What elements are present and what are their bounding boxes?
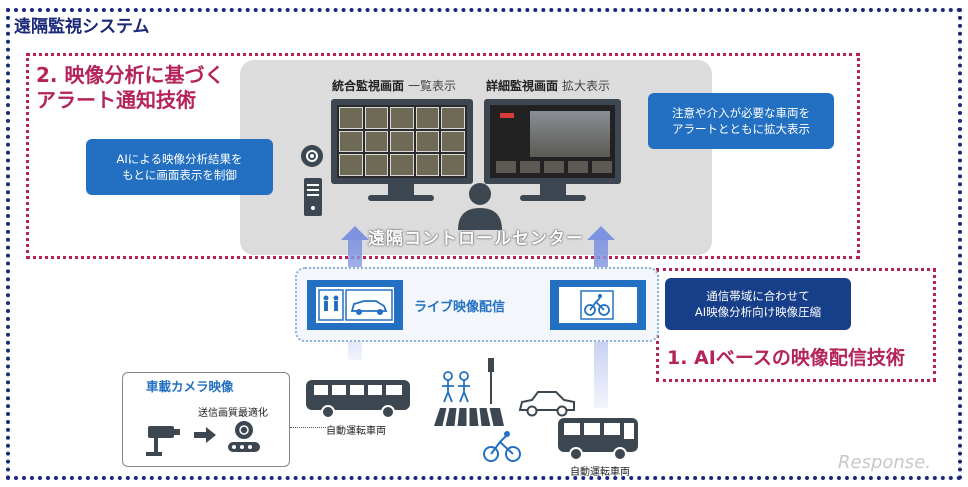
camera-thumbnail [364,107,389,129]
camera-thumbnail [339,130,363,153]
ai-server-icon [301,145,323,216]
enlarged-camera-view [530,111,610,157]
camera-to-ai-icon [146,421,260,456]
minibus-label: 自動運転車両 [570,467,630,478]
operator-icon [458,183,502,230]
integrated-monitor-title: 統合監視画面一覧表示 [332,77,456,94]
onboard-camera-title: 車載カメラ映像 [146,379,234,394]
film-strip-left [307,280,403,330]
alert-callout-line1: 注意や介入が必要な車両を [672,106,810,120]
ai-control-line2: もとに画面表示を制御 [122,168,237,182]
car-icon [518,391,575,417]
detail-monitor-title-main: 詳細監視画面 [486,79,559,93]
cyclist-icon [483,431,521,462]
bandwidth-callout: 通信帯域に合わせて AI映像分析向け映像圧縮 [665,278,851,330]
detail-monitor-stand [540,184,566,196]
response-watermark: Response. [838,452,931,473]
alert-indicator [500,113,514,118]
page-title: 遠隔監視システム [14,17,150,37]
integrated-monitor-title-main: 統合監視画面 [332,79,405,93]
quality-optimize-label: 送信画質最適化 [198,408,268,419]
alert-callout: 注意や介入が必要な車両を アラートとともに拡大表示 [648,93,834,149]
bus-label: 自動運転車両 [326,426,386,437]
detail-thumb-1 [496,161,516,173]
camera-thumbnail [415,154,440,176]
alert-callout-line2: アラートとともに拡大表示 [672,122,810,136]
crosswalk-scene-icon [434,358,504,427]
integrated-monitor-screen [337,105,467,178]
section2-label: 2. 映像分析に基づく アラート通知技術 [36,63,224,113]
integrated-monitor-base [368,195,434,201]
detail-monitor-title-sub: 拡大表示 [562,79,611,93]
integrated-monitor-title-sub: 一覧表示 [408,79,457,93]
section1-label: 1. AIベースの映像配信技術 [667,347,905,369]
detail-monitor [484,99,621,184]
ai-control-callout: AIによる映像分析結果を もとに画面表示を制御 [86,139,273,195]
camera-thumbnail [339,107,363,129]
camera-thumbnail [390,154,414,176]
detail-monitor-base [520,195,586,201]
detail-monitor-title: 詳細監視画面拡大表示 [486,77,610,94]
integrated-monitor [331,99,473,184]
section2-label-line1: 2. 映像分析に基づく [36,63,225,87]
camera-thumbnail [415,130,440,153]
detail-monitor-screen [490,105,615,178]
control-center-label: 遠隔コントロールセンター [368,229,584,249]
camera-thumbnail [441,130,465,153]
minibus-icon [558,418,638,461]
system-frame [6,8,962,480]
onboard-camera-box [122,372,290,467]
detail-thumb-5 [592,161,612,173]
detail-thumb-3 [544,161,564,173]
detail-thumb-4 [568,161,588,173]
section2-box [26,53,860,259]
camera-thumbnail [390,130,414,153]
ai-control-line1: AIによる映像分析結果を [116,152,243,166]
bandwidth-callout-line2: AI映像分析向け映像圧縮 [694,305,822,319]
detail-thumb-2 [520,161,540,173]
camera-thumbnail [364,154,389,176]
camera-thumbnail [415,107,440,129]
camera-thumbnail [441,107,465,129]
camera-thumbnail [364,130,389,153]
live-stream-label: ライブ映像配信 [414,300,506,315]
cyclist-frame-icon [580,290,614,320]
camera-thumbnail [441,154,465,176]
bus-icon [306,380,410,419]
camera-bus-link [290,427,326,428]
section2-label-line2: アラート通知技術 [36,88,196,112]
camera-thumbnail [390,107,414,129]
integrated-monitor-stand [388,184,414,196]
pedestrian-car-frame-icon [318,289,393,321]
camera-thumbnail [339,154,363,176]
bandwidth-callout-line1: 通信帯域に合わせて [706,289,810,303]
